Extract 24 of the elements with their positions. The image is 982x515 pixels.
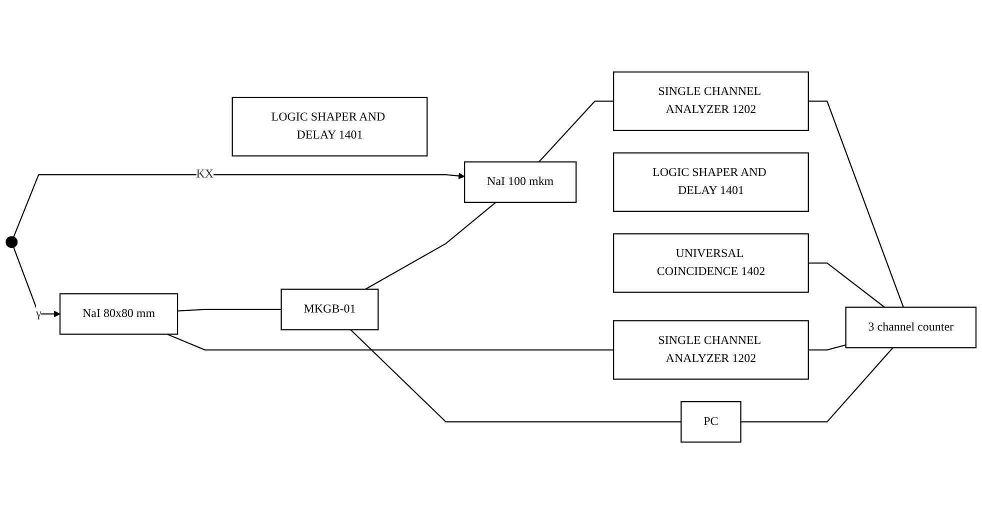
connector [740,348,894,423]
connector [808,262,885,308]
connector [178,309,282,312]
node-box: NaI 80x80 mm [59,294,178,336]
node-box: PC [680,402,742,444]
node-box: 3 channel counter [845,307,977,349]
node-box: SINGLE CHANNEL ANALYZER 1202 [613,320,809,380]
arrow [13,248,60,318]
connector [538,101,614,163]
node-box: LOGIC SHAPER AND DELAY 1401 [232,97,428,157]
connector [808,101,904,308]
node-box: UNIVERSAL COINCIDENCE 1402 [613,234,809,294]
connector [365,202,496,290]
node-box: NaI 100 mkm [464,162,577,204]
arrow [13,173,465,238]
node-box: SINGLE CHANNEL ANALYZER 1202 [613,72,809,132]
edge-label: KX [196,168,214,182]
connector [808,344,846,351]
node-circle [6,236,18,248]
connector [350,330,682,423]
edge-label: γ [36,308,42,320]
connector [167,334,614,351]
node-box: MKGB-01 [280,289,379,331]
node-box: LOGIC SHAPER AND DELAY 1401 [613,152,809,212]
